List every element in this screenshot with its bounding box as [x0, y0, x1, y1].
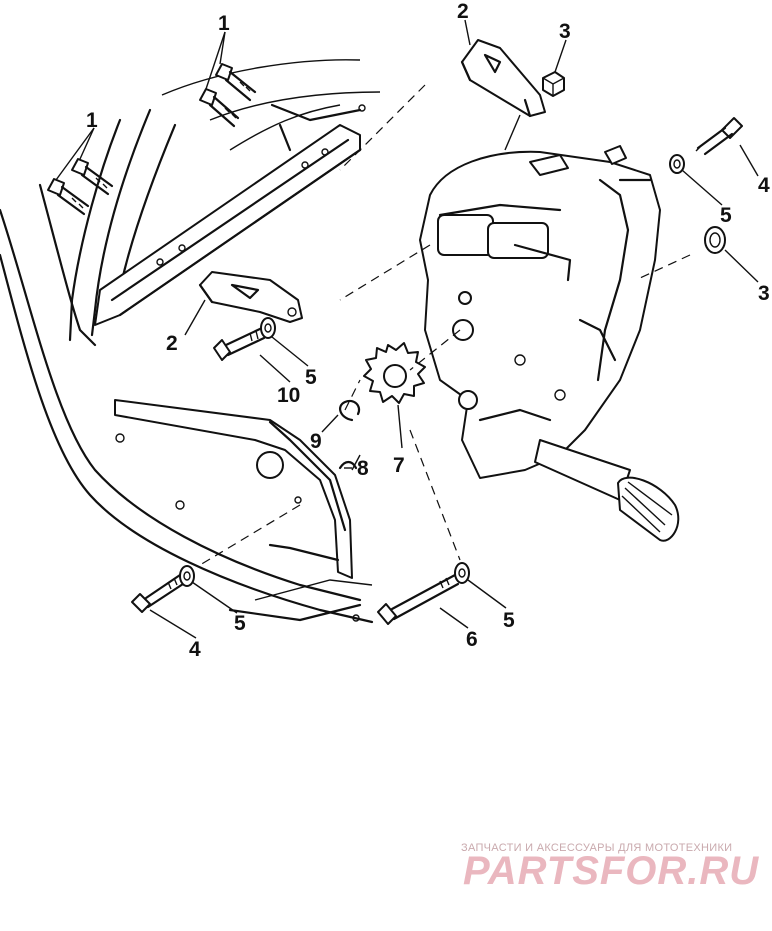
callout-2-upper: 2 — [457, 0, 469, 23]
callout-5-lower-left: 5 — [234, 612, 246, 635]
watermark-tagline: ЗАПЧАСТИ И АКСЕССУАРЫ ДЛЯ МОТОТЕХНИКИ — [461, 842, 732, 854]
output-shaft — [534, 439, 680, 542]
callout-2-lower: 2 — [166, 332, 178, 355]
washer-middle — [260, 317, 276, 339]
bolt-middle — [213, 326, 266, 361]
vehicle-frame — [0, 59, 381, 624]
bolt-lower-left — [131, 573, 185, 613]
transmission-housing — [419, 145, 661, 479]
bolt-set-left — [47, 158, 114, 216]
callout-6: 6 — [466, 628, 478, 651]
callout-5-right: 5 — [720, 204, 732, 227]
engine-mount-bracket-lower — [198, 271, 303, 323]
callout-10: 10 — [277, 384, 300, 407]
leader-lines — [55, 19, 759, 639]
callout-3-upper: 3 — [559, 20, 571, 43]
callout-3-right: 3 — [758, 282, 770, 305]
bolt-long — [377, 573, 460, 625]
callout-1-left: 1 — [86, 109, 98, 132]
upper-frame-rail — [94, 124, 362, 326]
callout-9: 9 — [310, 430, 322, 453]
callout-5-middle: 5 — [305, 366, 317, 389]
nut-right — [704, 226, 726, 254]
circlip — [339, 399, 361, 422]
assembly-center-lines — [199, 84, 691, 566]
callout-4-right: 4 — [758, 174, 770, 197]
key — [338, 460, 358, 470]
lower-bracket-plate — [114, 399, 353, 579]
washer-long-bolt — [454, 562, 470, 584]
watermark-brand: PARTSFOR.RU — [463, 849, 759, 893]
watermark: ЗАПЧАСТИ И АКСЕССУАРЫ ДЛЯ МОТОТЕХНИКИ PA… — [461, 842, 759, 893]
callout-1-upper: 1 — [218, 12, 230, 35]
callout-7: 7 — [393, 454, 405, 477]
washer-lower-left — [179, 565, 195, 587]
callout-5-lower-right: 5 — [503, 609, 515, 632]
callout-labels: 1 1 2 2 3 3 4 4 5 5 5 5 6 7 8 9 10 — [86, 0, 770, 661]
callout-8: 8 — [357, 457, 369, 480]
callout-4-lower: 4 — [189, 638, 201, 661]
washer-right — [669, 154, 685, 174]
engine-mount-bracket-upper — [460, 39, 546, 118]
nut-upper — [542, 71, 565, 97]
sprocket — [363, 342, 426, 404]
bolt-right — [695, 117, 743, 156]
bolt-set-upper — [199, 63, 257, 128]
